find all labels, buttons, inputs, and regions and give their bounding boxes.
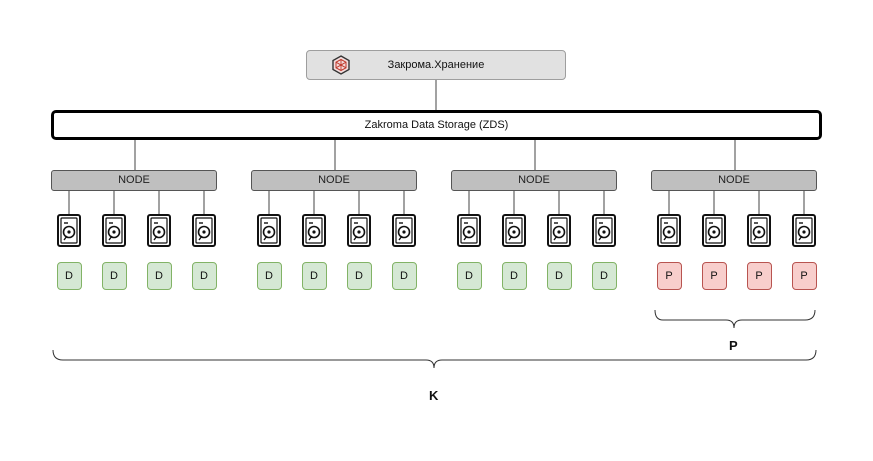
parity-disk-badge: P <box>791 262 817 290</box>
hard-drive-icon <box>657 214 681 247</box>
data-disk-badge: D <box>101 262 127 290</box>
data-disk-badge: D <box>501 262 527 290</box>
data-disk-badge: D <box>301 262 327 290</box>
parity-brace <box>654 309 816 329</box>
hard-drive-icon <box>457 214 481 247</box>
hard-drive-icon <box>147 214 171 247</box>
zds-storage-box: Zakroma Data Storage (ZDS) <box>51 110 822 140</box>
data-disk-badge: D <box>456 262 482 290</box>
data-disk-badge: D <box>346 262 372 290</box>
data-disk-badge: D <box>391 262 417 290</box>
hard-drive-icon <box>257 214 281 247</box>
data-disk-badge: D <box>191 262 217 290</box>
hard-drive-icon <box>792 214 816 247</box>
parity-disk-badge: P <box>746 262 772 290</box>
hard-drive-icon <box>747 214 771 247</box>
total-brace-label: K <box>429 388 439 403</box>
parity-disk-badge: P <box>701 262 727 290</box>
data-disk-badge: D <box>56 262 82 290</box>
node-box: NODE <box>651 170 817 191</box>
hard-drive-icon <box>102 214 126 247</box>
hard-drive-icon <box>592 214 616 247</box>
data-disk-badge: D <box>546 262 572 290</box>
node-box: NODE <box>51 170 217 191</box>
hard-drive-icon <box>547 214 571 247</box>
root-node-label: Закрома.Хранение <box>387 59 485 71</box>
node-box: NODE <box>451 170 617 191</box>
parity-brace-label: P <box>729 338 738 353</box>
data-disk-badge: D <box>256 262 282 290</box>
data-disk-badge: D <box>591 262 617 290</box>
hard-drive-icon <box>702 214 726 247</box>
parity-disk-badge: P <box>656 262 682 290</box>
total-brace <box>52 349 817 369</box>
data-disk-badge: D <box>146 262 172 290</box>
hard-drive-icon <box>347 214 371 247</box>
hard-drive-icon <box>57 214 81 247</box>
hard-drive-icon <box>392 214 416 247</box>
node-box: NODE <box>251 170 417 191</box>
hard-drive-icon <box>502 214 526 247</box>
zakroma-logo-icon <box>332 55 350 75</box>
hard-drive-icon <box>192 214 216 247</box>
hard-drive-icon <box>302 214 326 247</box>
